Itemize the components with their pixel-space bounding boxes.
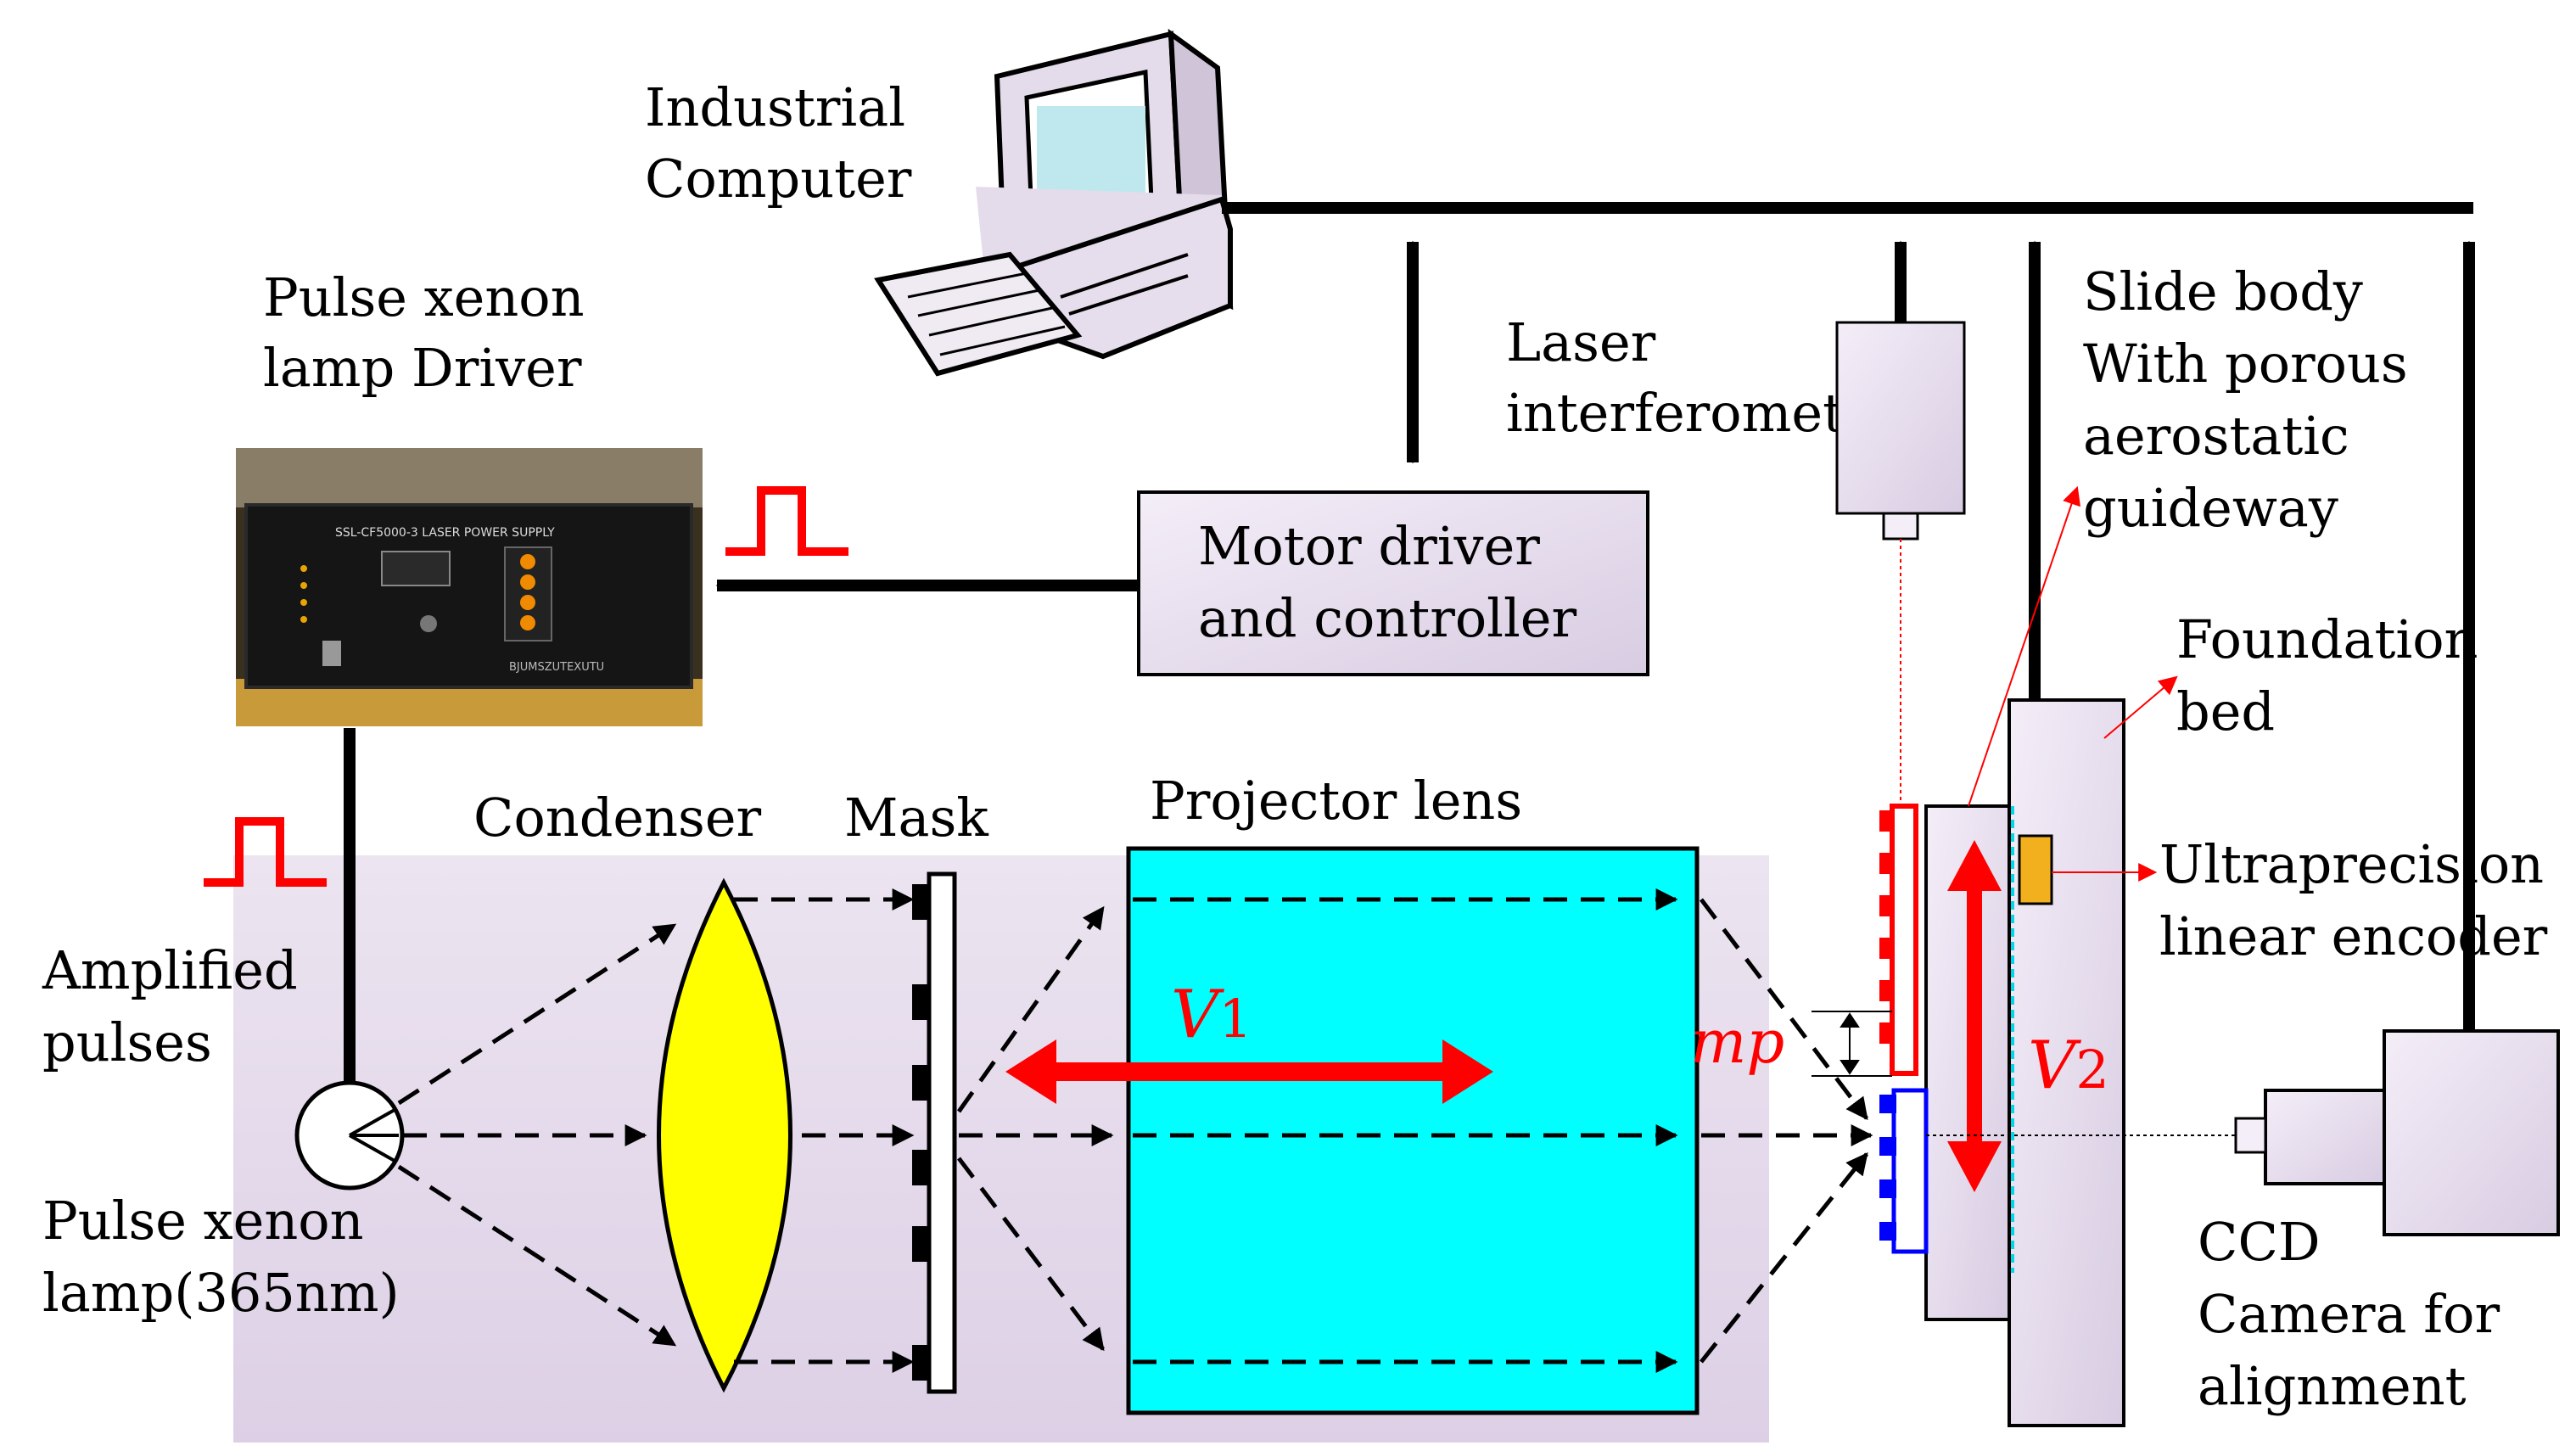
slide-body-pointer: [1968, 485, 2081, 807]
ccd-camera-lens: [2264, 1089, 2386, 1185]
v2-motion-arrow: [1947, 840, 2002, 1192]
mask-plate: [927, 871, 957, 1394]
red-grating: [1879, 804, 1918, 1076]
power-supply-photo: SSL-CF5000-3 LASER POWER SUPPLY BJUMSZUT…: [236, 448, 703, 726]
v1-label: V1: [1171, 977, 1252, 1053]
pulse-signal-left: [204, 817, 327, 887]
lamp-emission-icon: [349, 1108, 399, 1162]
laser-interferometer-label: Laser interferometer: [1506, 311, 1901, 444]
ccd-camera-label: CCD Camera for alignment: [2198, 1211, 2517, 1417]
laser-interferometer-box: [1835, 321, 1966, 515]
ccd-camera-body: [2383, 1029, 2560, 1236]
projector-lens-label: Projector lens: [1150, 770, 1522, 832]
light-rays: [397, 888, 1873, 1373]
mask-pattern: [912, 884, 931, 1381]
foundation-bed: [2008, 698, 2125, 1427]
v1-motion-arrow: [1005, 1039, 1493, 1104]
mp-pitch-marker: [1812, 1011, 1892, 1077]
mask-label: Mask: [844, 787, 988, 849]
industrial-computer-icon: [874, 28, 1234, 377]
pulse-driver-label: Pulse xenon lamp Driver: [263, 266, 601, 399]
v2-label: V2: [2028, 1028, 2109, 1104]
communication-bus: [1222, 202, 2475, 1031]
foundation-pointer: [2103, 675, 2178, 739]
condenser-label: Condenser: [473, 787, 762, 849]
industrial-computer-label: Industrial Computer: [645, 76, 922, 210]
blue-grating: [1879, 1088, 1929, 1254]
ccd-camera-tip: [2234, 1117, 2267, 1154]
condenser-lens: [657, 877, 792, 1393]
foundation-bed-label: Foundation bed: [2176, 608, 2495, 742]
motor-driver-label: Motor driver and controller: [1198, 515, 1577, 649]
mp-label: mp: [1690, 1007, 1784, 1077]
pulse-signal-top: [725, 486, 848, 556]
encoder-label: Ultraprecision linear encoder: [2159, 833, 2561, 967]
projector-lens: [1126, 846, 1700, 1415]
pulse-lamp-label: Pulse xenon lamp(365nm): [42, 1190, 400, 1324]
power-supply-brand: BJUMSZUTEXUTU: [509, 661, 604, 674]
slide-body-label: Slide body With porous aerostatic guidew…: [2083, 261, 2424, 539]
amplified-pulses-label: Amplified pulses: [42, 939, 314, 1073]
power-supply-model: SSL-CF5000-3 LASER POWER SUPPLY: [335, 526, 555, 540]
linear-encoder: [2018, 834, 2053, 905]
motor-driver-box: [1137, 490, 1649, 676]
interferometer-aperture: [1882, 512, 1919, 541]
